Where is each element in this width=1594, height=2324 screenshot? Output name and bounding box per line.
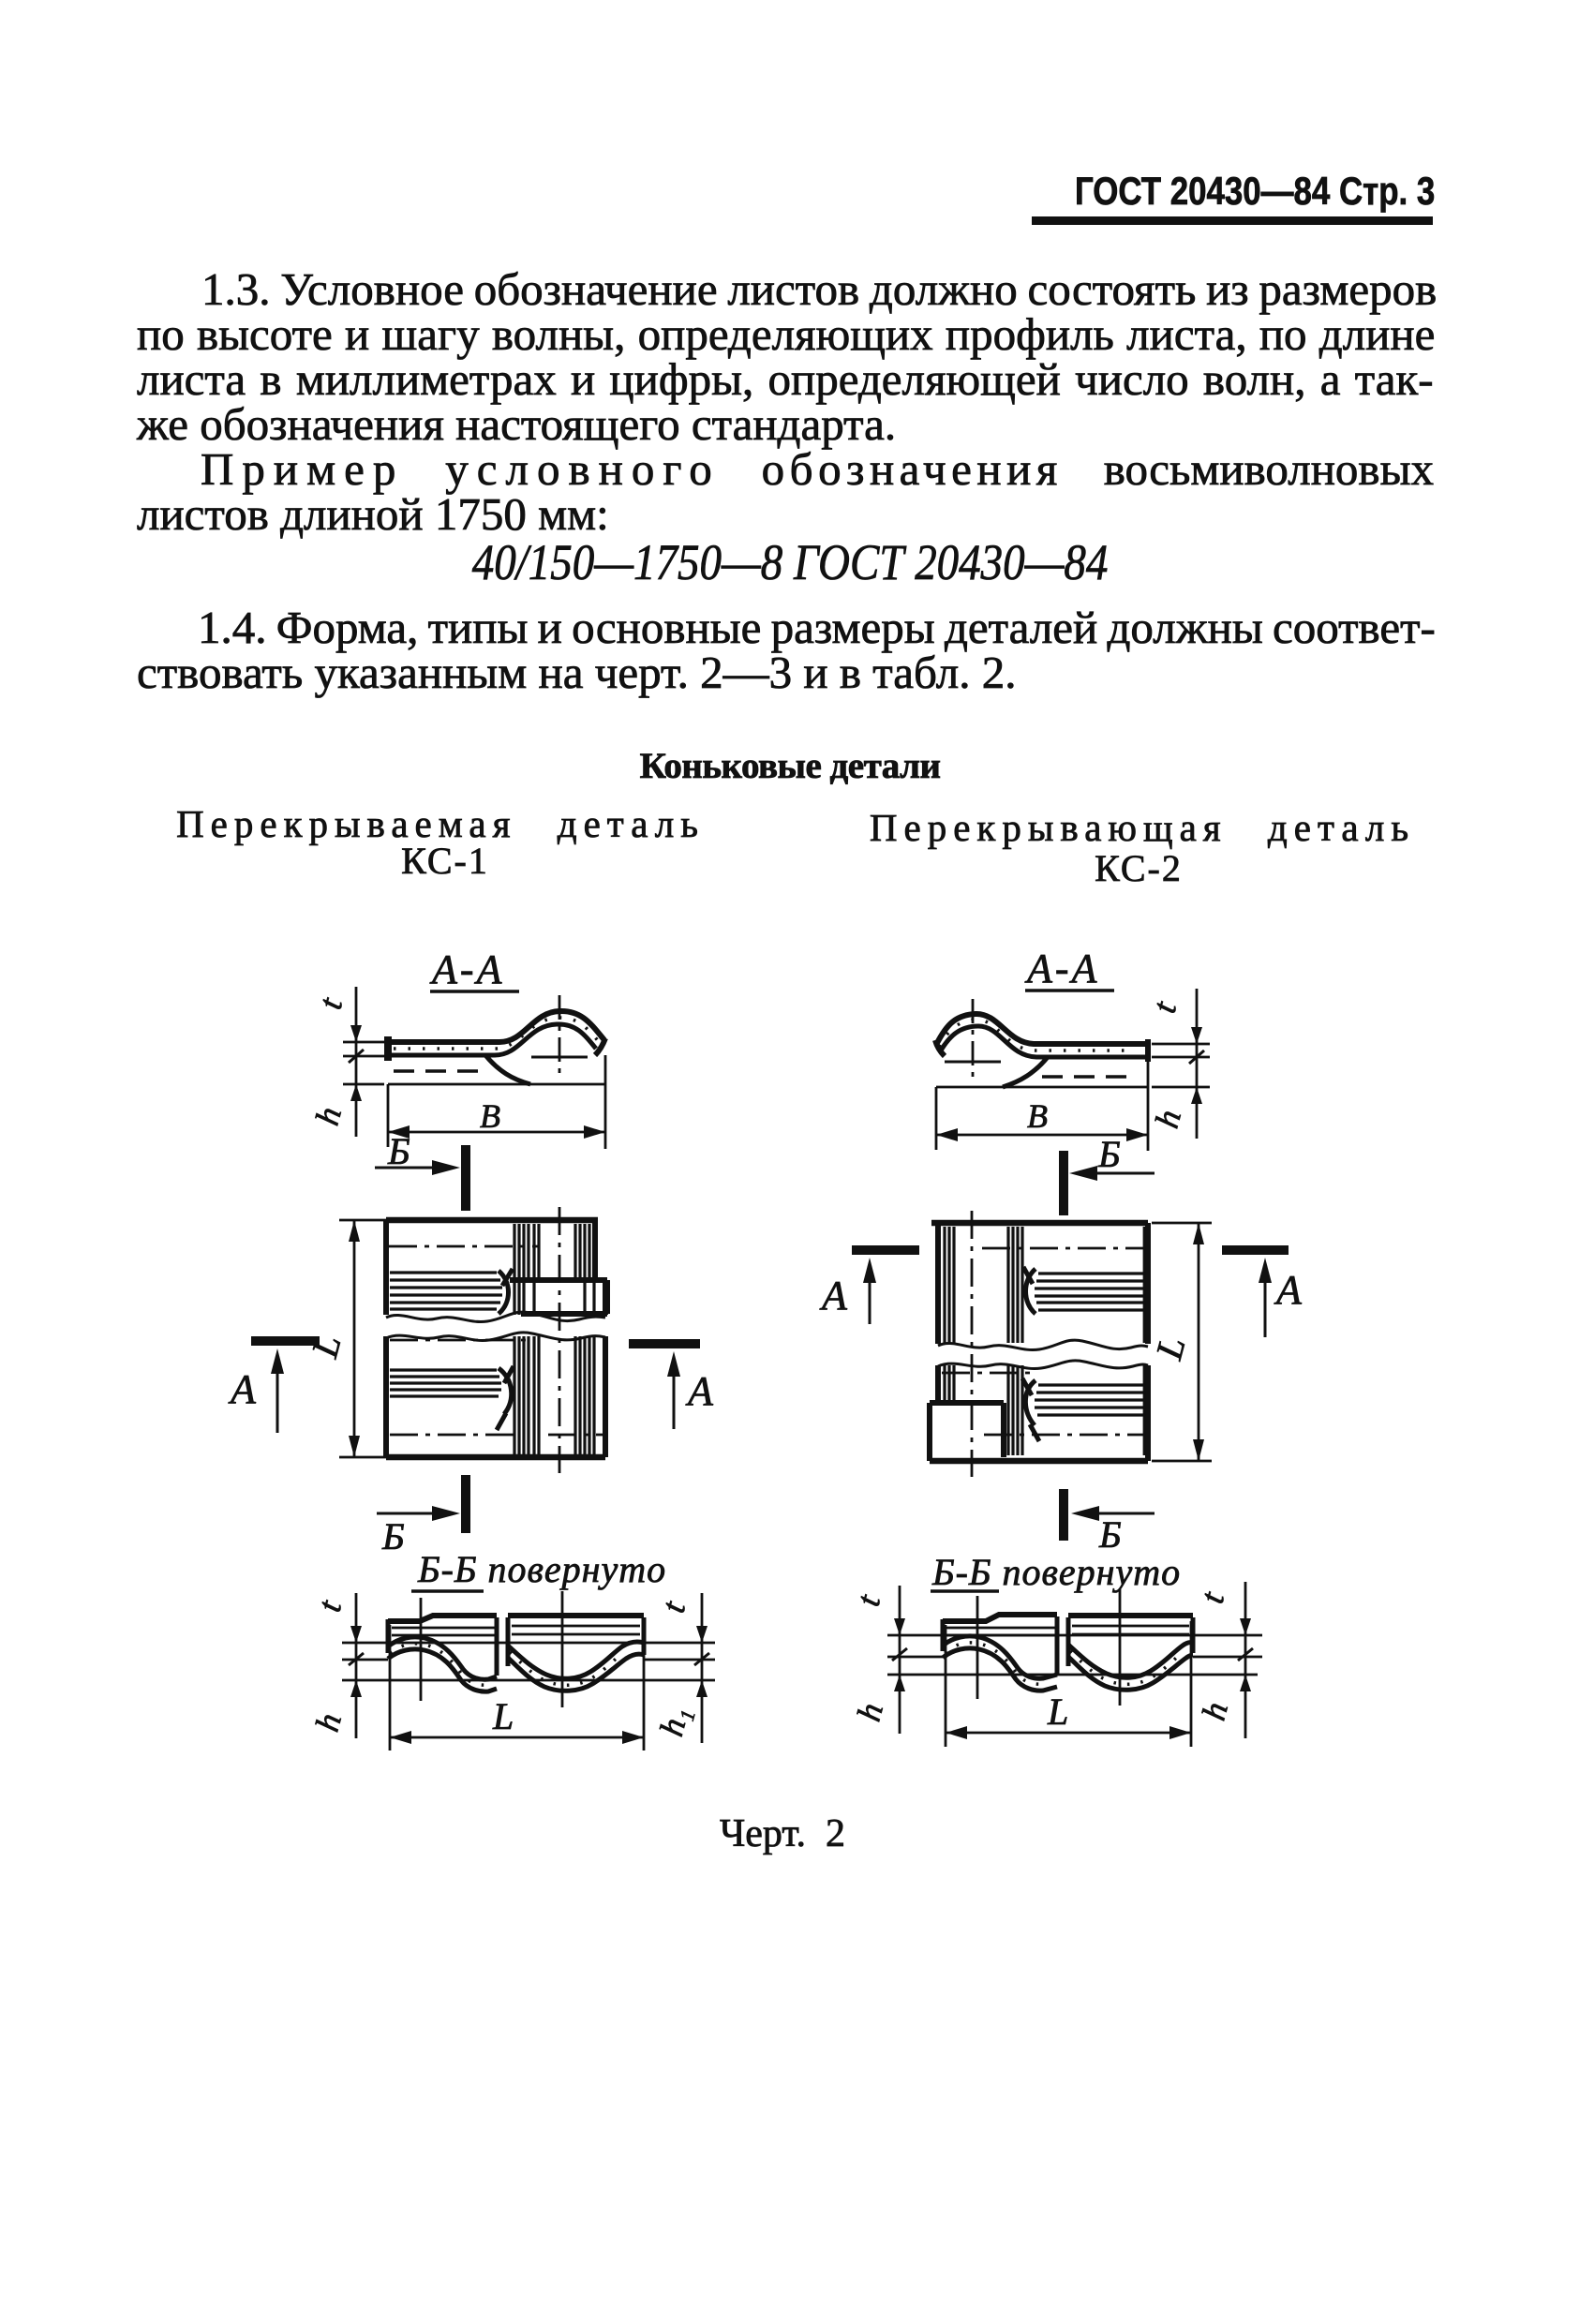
svg-text:В: В bbox=[480, 1097, 500, 1135]
svg-text:h: h bbox=[1148, 1106, 1188, 1132]
svg-text:t: t bbox=[311, 993, 350, 1013]
svg-text:Б: Б bbox=[1097, 1133, 1121, 1175]
svg-text:А: А bbox=[1274, 1267, 1303, 1313]
svg-text:Б-Б повернуто: Б-Б повернуто bbox=[417, 1548, 666, 1590]
svg-text:t: t bbox=[849, 1590, 887, 1610]
svg-text:А: А bbox=[228, 1366, 257, 1412]
svg-text:L: L bbox=[1047, 1691, 1068, 1733]
svg-text:А-А: А-А bbox=[1024, 946, 1099, 991]
svg-text:h₁: h₁ bbox=[652, 1703, 696, 1740]
svg-text:t: t bbox=[310, 1596, 349, 1616]
svg-text:h: h bbox=[308, 1709, 349, 1736]
svg-text:Б: Б bbox=[1098, 1513, 1122, 1556]
svg-text:Б: Б bbox=[381, 1515, 405, 1557]
svg-text:В: В bbox=[1027, 1097, 1048, 1135]
svg-text:h: h bbox=[1195, 1698, 1235, 1724]
svg-text:t: t bbox=[1193, 1587, 1231, 1607]
svg-text:Б: Б bbox=[387, 1130, 410, 1172]
svg-text:Б-Б повернуто: Б-Б повернуто bbox=[931, 1551, 1181, 1593]
svg-text:h: h bbox=[850, 1699, 890, 1725]
svg-text:А-А: А-А bbox=[429, 946, 504, 992]
svg-text:h: h bbox=[308, 1103, 349, 1129]
svg-text:А: А bbox=[819, 1273, 848, 1318]
svg-text:t: t bbox=[654, 1597, 693, 1616]
svg-text:L: L bbox=[492, 1695, 514, 1737]
svg-text:А: А bbox=[685, 1368, 714, 1414]
svg-text:L: L bbox=[303, 1331, 349, 1363]
svg-text:t: t bbox=[1145, 997, 1184, 1017]
svg-text:L: L bbox=[1147, 1333, 1193, 1364]
